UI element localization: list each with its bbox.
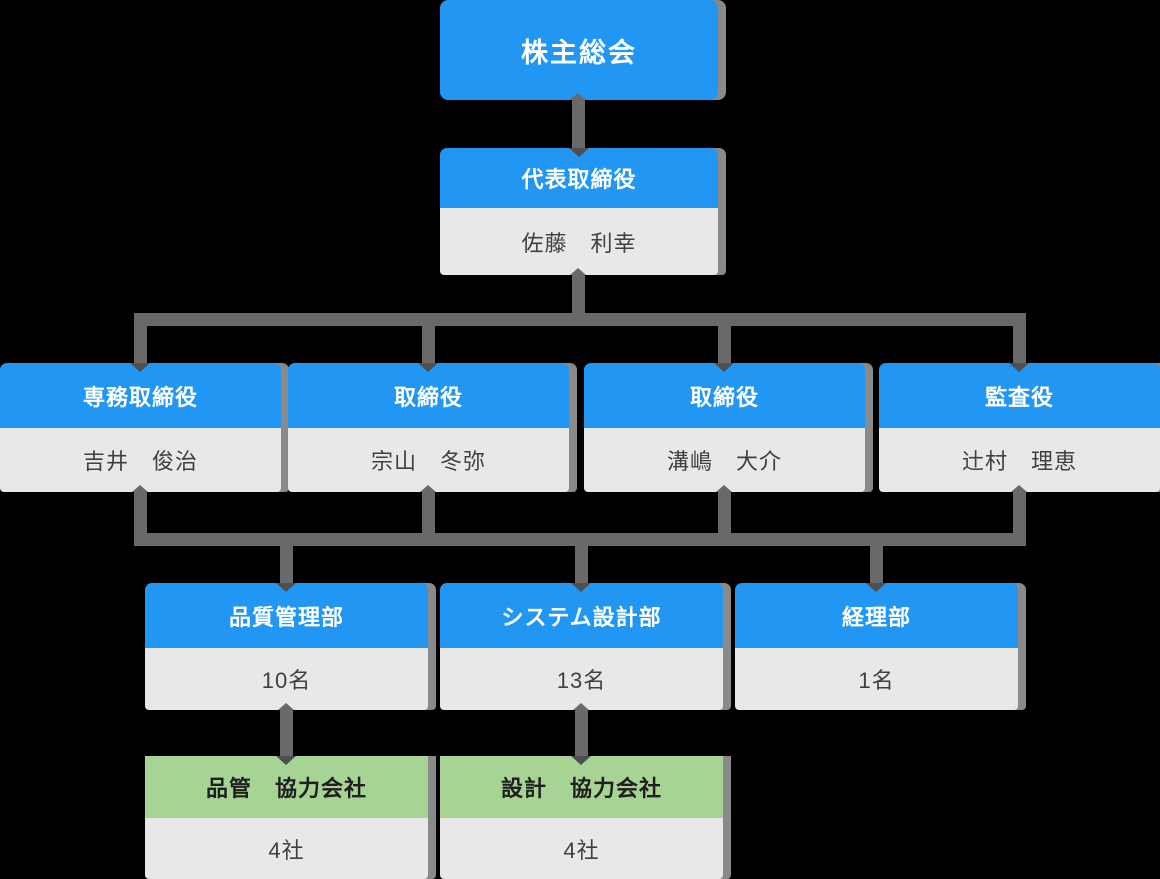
node-director-mizoshima-title: 取締役 <box>584 363 865 428</box>
node-design-partner-companies: 設計 協力会社 4社 <box>440 756 723 879</box>
node-director-mizoshima-name: 溝嶋 大介 <box>584 428 865 492</box>
connector-director-muneyama-down <box>422 492 435 540</box>
node-qc-partner-companies-title: 品管 協力会社 <box>145 756 428 818</box>
arrowhead-down-icon <box>418 363 438 372</box>
connector-system-to-design-partners <box>575 710 588 756</box>
arrowhead-down-icon <box>571 756 591 765</box>
arrowhead-down-icon <box>569 148 589 157</box>
node-system-design-dept-title: システム設計部 <box>440 583 723 648</box>
node-shareholders-meeting-title: 株主総会 <box>440 0 718 100</box>
node-director-muneyama-name: 宗山 冬弥 <box>288 428 569 492</box>
node-system-design-dept-headcount: 13名 <box>440 648 723 710</box>
node-design-partner-companies-count: 4社 <box>440 818 723 879</box>
arrowhead-up-icon <box>570 93 586 100</box>
connector-senior-managing-director-down <box>134 492 147 540</box>
connector-shareholders-to-representative <box>572 100 585 148</box>
arrowhead-up-icon <box>573 703 589 710</box>
node-quality-control-dept-title: 品質管理部 <box>145 583 428 648</box>
node-auditor-name: 辻村 理恵 <box>879 428 1160 492</box>
connector-drop-auditor <box>1013 313 1026 363</box>
node-representative-director-title: 代表取締役 <box>440 148 718 208</box>
arrowhead-up-icon <box>716 485 732 492</box>
node-accounting-dept-title: 経理部 <box>735 583 1018 648</box>
node-auditor: 監査役 辻村 理恵 <box>879 363 1160 492</box>
node-auditor-title: 監査役 <box>879 363 1160 428</box>
arrowhead-up-icon <box>278 703 294 710</box>
node-director-muneyama: 取締役 宗山 冬弥 <box>288 363 569 492</box>
node-qc-partner-companies: 品管 協力会社 4社 <box>145 756 428 879</box>
arrowhead-down-icon <box>714 363 734 372</box>
arrowhead-down-icon <box>276 756 296 765</box>
arrowhead-down-icon <box>1009 363 1029 372</box>
node-accounting-dept: 経理部 1名 <box>735 583 1018 710</box>
arrowhead-up-icon <box>1011 485 1027 492</box>
connector-drop-quality-control-dept <box>280 533 293 583</box>
connector-drop-system-design-dept <box>575 533 588 583</box>
node-representative-director-name: 佐藤 利幸 <box>440 208 718 275</box>
node-senior-managing-director-title: 専務取締役 <box>0 363 281 428</box>
node-director-mizoshima: 取締役 溝嶋 大介 <box>584 363 865 492</box>
arrowhead-up-icon <box>132 485 148 492</box>
connector-director-mizoshima-down <box>718 492 731 540</box>
node-accounting-dept-headcount: 1名 <box>735 648 1018 710</box>
node-director-muneyama-title: 取締役 <box>288 363 569 428</box>
node-senior-managing-director-name: 吉井 俊治 <box>0 428 281 492</box>
node-shareholders-meeting: 株主総会 <box>440 0 718 100</box>
node-qc-partner-companies-count: 4社 <box>145 818 428 879</box>
connector-auditor-down <box>1013 492 1026 540</box>
node-quality-control-dept: 品質管理部 10名 <box>145 583 428 710</box>
connector-drop-senior-managing-director <box>134 313 147 363</box>
connector-drop-accounting-dept <box>870 533 883 583</box>
node-representative-director: 代表取締役 佐藤 利幸 <box>440 148 718 275</box>
connector-drop-director-muneyama <box>422 313 435 363</box>
connector-level2-bus <box>134 313 1026 326</box>
connector-drop-director-mizoshima <box>718 313 731 363</box>
node-senior-managing-director: 専務取締役 吉井 俊治 <box>0 363 281 492</box>
arrowhead-up-icon <box>570 268 586 275</box>
connector-quality-to-qc-partners <box>280 710 293 756</box>
arrowhead-down-icon <box>130 363 150 372</box>
arrowhead-down-icon <box>866 583 886 592</box>
node-system-design-dept: システム設計部 13名 <box>440 583 723 710</box>
arrowhead-down-icon <box>571 583 591 592</box>
arrowhead-down-icon <box>276 583 296 592</box>
arrowhead-up-icon <box>420 485 436 492</box>
node-quality-control-dept-headcount: 10名 <box>145 648 428 710</box>
node-design-partner-companies-title: 設計 協力会社 <box>440 756 723 818</box>
